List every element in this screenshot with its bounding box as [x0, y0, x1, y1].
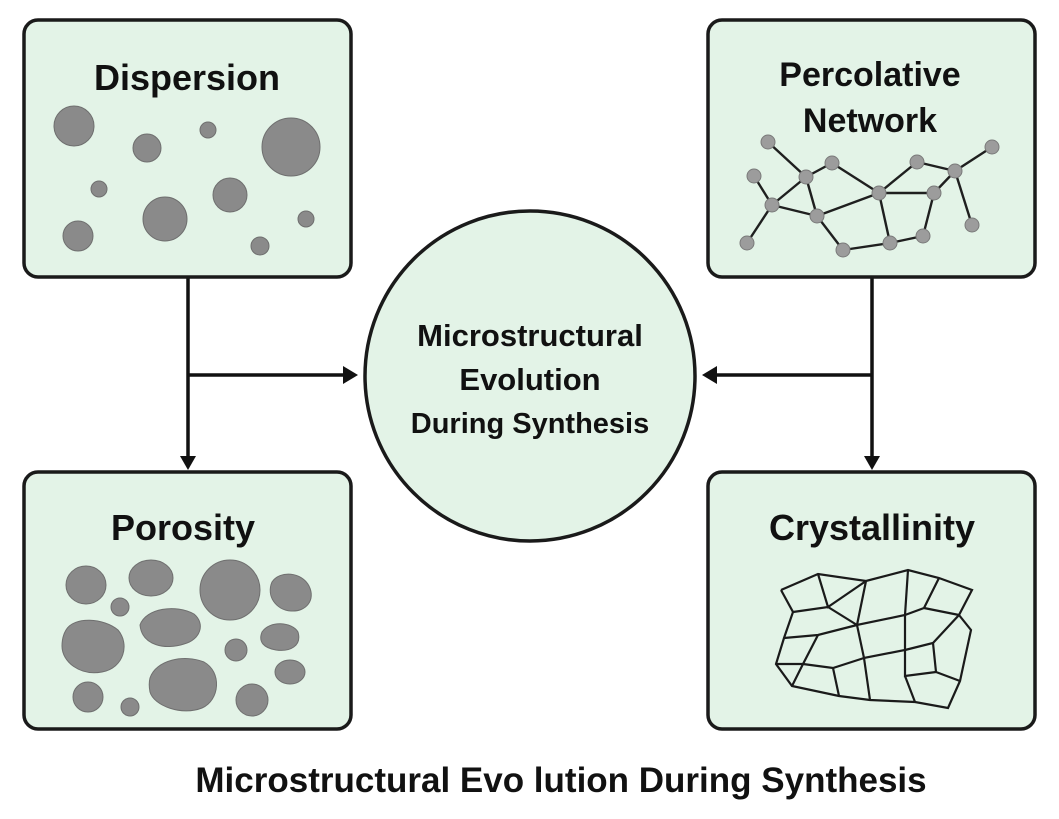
crystallinity-panel: Crystallinity: [706, 470, 1037, 731]
diagram-caption: Microstructural Evo lution During Synthe…: [195, 761, 926, 800]
pores: [61, 559, 312, 717]
percolative-title-line1: Percolative: [779, 56, 960, 94]
center-node: Microstructural Evolution During Synthes…: [363, 209, 697, 543]
porosity-panel: Porosity: [22, 470, 353, 731]
percolative-network-panel: Percolative Network: [706, 18, 1037, 279]
dispersion-title: Dispersion: [94, 57, 280, 98]
network-nodes: [739, 134, 1000, 258]
center-title-line3: During Synthesis: [411, 408, 650, 440]
left-connector: [180, 278, 358, 470]
crystallinity-title: Crystallinity: [769, 507, 975, 548]
dispersion-panel: Dispersion: [22, 18, 353, 279]
right-connector: [702, 278, 880, 470]
porosity-title: Porosity: [111, 507, 255, 548]
center-title-line2: Evolution: [459, 362, 600, 397]
dispersed-particles: [53, 105, 321, 256]
grain-boundaries: [774, 568, 974, 710]
percolative-title-line2: Network: [803, 102, 937, 140]
center-title-line1: Microstructural: [417, 318, 643, 353]
